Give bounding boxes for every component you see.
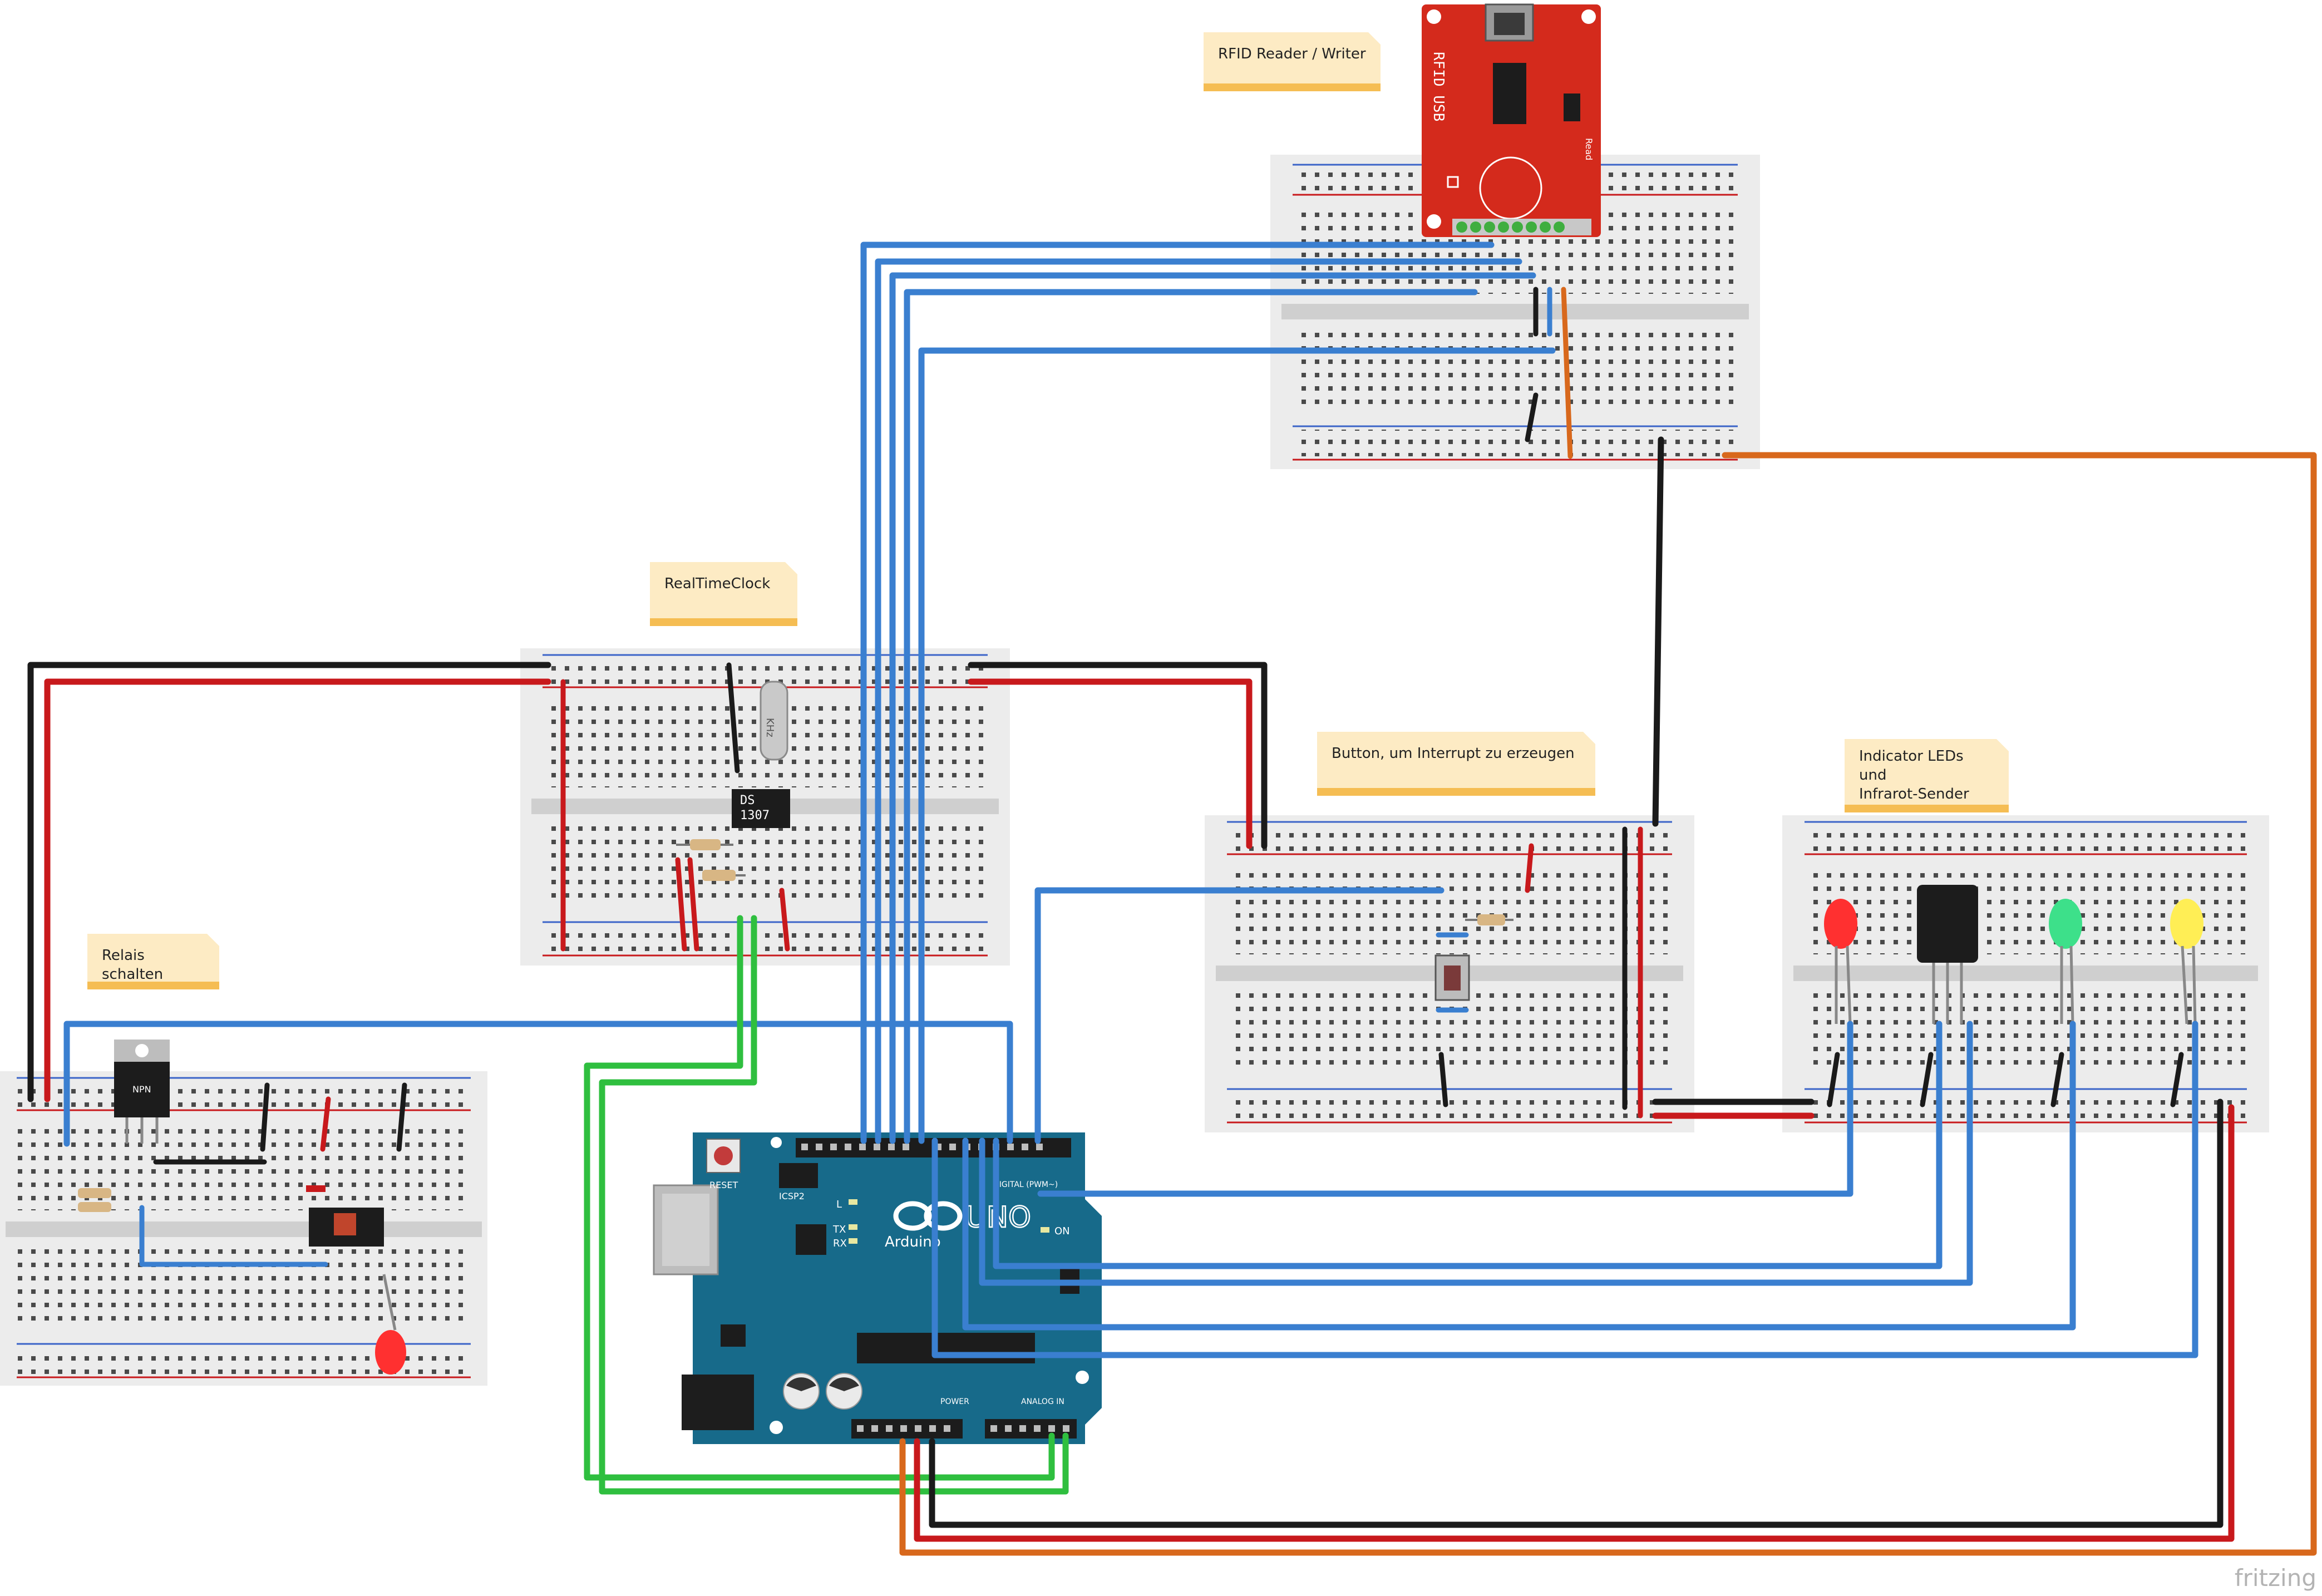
note-rtc-text: RealTimeClock — [664, 575, 771, 592]
button-resistor — [1465, 914, 1514, 925]
wire-red-5v — [914, 1104, 2235, 1542]
wires — [27, 242, 2317, 1556]
led-label-on: ON — [1054, 1225, 1070, 1237]
rfid-reader-board: RFID USB Read — [1422, 3, 1601, 237]
note-rfid-text: RFID Reader / Writer — [1218, 46, 1366, 62]
fritzing-brand: fritzing — [2234, 1564, 2316, 1592]
rtc-chip-line2: 1307 — [740, 809, 770, 822]
power-header-label: POWER — [940, 1397, 969, 1406]
reset-label: RESET — [709, 1180, 738, 1190]
wire-blue-rfid-2 — [875, 258, 1522, 1144]
analog-header-label: ANALOG IN — [1021, 1397, 1064, 1406]
transistor-label: NPN — [132, 1084, 151, 1095]
relay-led-red — [375, 1274, 406, 1375]
indicator-led-green — [2049, 899, 2082, 1024]
note-rfid: RFID Reader / Writer — [1204, 32, 1381, 91]
breadboard-button — [1205, 815, 1694, 1132]
npn-transistor: NPN — [114, 1040, 170, 1144]
note-button: Button, um Interrupt zu erzeugen — [1317, 732, 1595, 796]
arduino-logo-icon — [893, 1201, 963, 1231]
wire-blue-rfid-3 — [889, 272, 1536, 1144]
wire-red-top-left — [44, 678, 551, 1102]
ir-sender — [1917, 885, 1978, 1024]
relay-resistors — [78, 1188, 111, 1212]
note-leds-line1: Indicator LEDs und — [1859, 748, 1964, 784]
rtc-chip-ds1307: DS 1307 — [732, 789, 790, 828]
wire-black-gnd — [929, 1099, 2224, 1528]
note-relay-text: Relais schalten — [102, 947, 164, 983]
wire-orange-3v3 — [899, 452, 2317, 1556]
breadboard-relay — [0, 1071, 487, 1386]
note-leds: Indicator LEDs und Infrarot-Sender — [1845, 739, 2009, 812]
note-relay: Relais schalten — [87, 934, 219, 989]
wire-blue-rfid-1 — [860, 242, 1495, 1144]
wire-blue-led-green — [962, 1021, 2076, 1331]
rfid-vertical-label: RFID USB — [1430, 52, 1447, 121]
wire-green-sda — [584, 915, 1055, 1481]
led-label-rx: RX — [833, 1238, 847, 1249]
wire-blue-button — [1034, 887, 1445, 1144]
digital-header-label: DIGITAL (PWM~) — [993, 1180, 1058, 1189]
interrupt-pushbutton — [1434, 954, 1470, 1001]
wire-black-rfid-gnd — [1652, 436, 1664, 827]
wire-blue-rfid-4 — [904, 289, 1478, 1144]
rtc-chip-line1: DS — [740, 794, 755, 807]
note-rtc: RealTimeClock — [650, 562, 797, 626]
rfid-read-label: Read — [1584, 138, 1594, 160]
wire-blue-rfid-5 — [918, 347, 1556, 1144]
wire-green-scl — [599, 915, 1069, 1495]
rtc-resistors — [676, 839, 746, 881]
wire-black-top-right — [968, 662, 1268, 849]
note-button-text: Button, um Interrupt zu erzeugen — [1332, 745, 1575, 762]
arduino-brand: Arduino — [885, 1234, 941, 1250]
breadboard-leds — [1782, 815, 2269, 1132]
wire-red-top-right — [968, 678, 1253, 849]
wire-blue-led-yellow — [931, 1021, 2198, 1358]
wire-blue-ir-2 — [979, 1021, 1973, 1286]
led-label-tx: TX — [832, 1224, 846, 1235]
led-label-l: L — [836, 1199, 842, 1210]
note-leds-line2: Infrarot-Sender — [1859, 786, 1969, 802]
wire-blue-ir-1 — [993, 1021, 1943, 1269]
relay — [306, 1185, 384, 1247]
indicator-led-yellow — [2170, 899, 2203, 1024]
wire-blue-relay — [63, 1021, 1013, 1147]
icsp2-label: ICSP2 — [779, 1191, 805, 1201]
rtc-crystal: KHz — [760, 681, 788, 761]
wire-black-top-left — [27, 662, 551, 1102]
crystal-label: KHz — [764, 718, 776, 737]
indicator-led-red — [1824, 899, 1857, 1024]
arduino-uno-board: RESET ICSP2 L TX RX ON UNO Arduino — [653, 1132, 1102, 1444]
wire-blue-led-red — [1037, 1021, 1853, 1197]
